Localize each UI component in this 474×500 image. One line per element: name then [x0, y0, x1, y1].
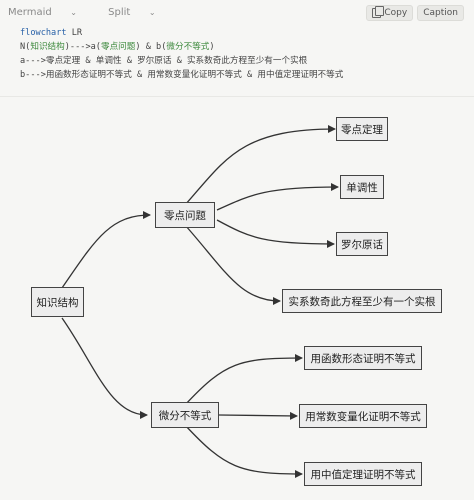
copy-icon — [372, 6, 385, 18]
chevron-down-icon: ⌄ — [67, 8, 77, 17]
copy-button-label: Copy — [384, 8, 408, 18]
node-real-root: 实系数奇此方程至少有一个实根 — [282, 289, 442, 313]
node-differential-inequality: 微分不等式 — [151, 402, 219, 428]
tab-mermaid-label: Mermaid — [8, 7, 52, 18]
edge-b-b3 — [184, 424, 303, 478]
code-token: N( — [20, 42, 31, 52]
code-block-toolbar: Mermaid ⌄ Split ⌄ Copy Caption — [0, 0, 474, 28]
code-string: 零点问题 — [100, 42, 136, 52]
node-mean-value-proof: 用中值定理证明不等式 — [304, 462, 422, 486]
caption-button[interactable]: Caption — [417, 5, 464, 21]
code-string: 微分不等式 — [166, 42, 210, 52]
caption-button-label: Caption — [423, 8, 458, 18]
code-direction: LR — [66, 28, 83, 38]
edge-a-a4 — [184, 224, 281, 305]
edge-a-a2 — [216, 183, 339, 211]
tab-mermaid[interactable]: Mermaid ⌄ — [8, 7, 91, 18]
node-zero-point-problems: 零点问题 — [155, 202, 215, 228]
code-keyword: flowchart — [20, 28, 67, 38]
divider — [0, 96, 474, 97]
tab-split-label: Split — [108, 7, 131, 18]
edge-a-a3 — [216, 219, 335, 248]
edge-root-a — [61, 211, 151, 289]
chevron-down-icon: ⌄ — [146, 8, 156, 17]
node-constant-variable-proof: 用常数变量化证明不等式 — [299, 404, 427, 428]
node-rolle: 罗尔原话 — [336, 232, 388, 256]
edge-a-a1 — [184, 125, 336, 206]
view-tabs: Mermaid ⌄ Split ⌄ — [8, 7, 184, 18]
mermaid-source-code[interactable]: flowchart LR N(知识结构)--->a(零点问题) & b(微分不等… — [20, 26, 343, 82]
code-string: 知识结构 — [30, 42, 65, 52]
edge-b-b2 — [218, 411, 298, 420]
copy-button[interactable]: Copy — [366, 5, 414, 21]
code-line-4: b--->用函数形态证明不等式 & 用常数变量化证明不等式 & 用中值定理证明不… — [20, 70, 344, 80]
node-zero-point-theorem: 零点定理 — [336, 117, 388, 141]
edge-b-b1 — [184, 354, 303, 406]
code-token: )--->a( — [64, 42, 101, 52]
node-function-shape-proof: 用函数形态证明不等式 — [304, 346, 422, 370]
code-line-3: a--->零点定理 & 单调性 & 罗尔原话 & 实系数奇此方程至少有一个实根 — [20, 56, 308, 66]
code-token: ) — [209, 42, 215, 52]
tab-split[interactable]: Split ⌄ — [108, 7, 169, 18]
edge-root-b — [61, 317, 148, 419]
node-knowledge-structure: 知识结构 — [31, 287, 84, 317]
code-token: ) & b( — [135, 42, 167, 52]
node-monotonicity: 单调性 — [340, 175, 384, 199]
